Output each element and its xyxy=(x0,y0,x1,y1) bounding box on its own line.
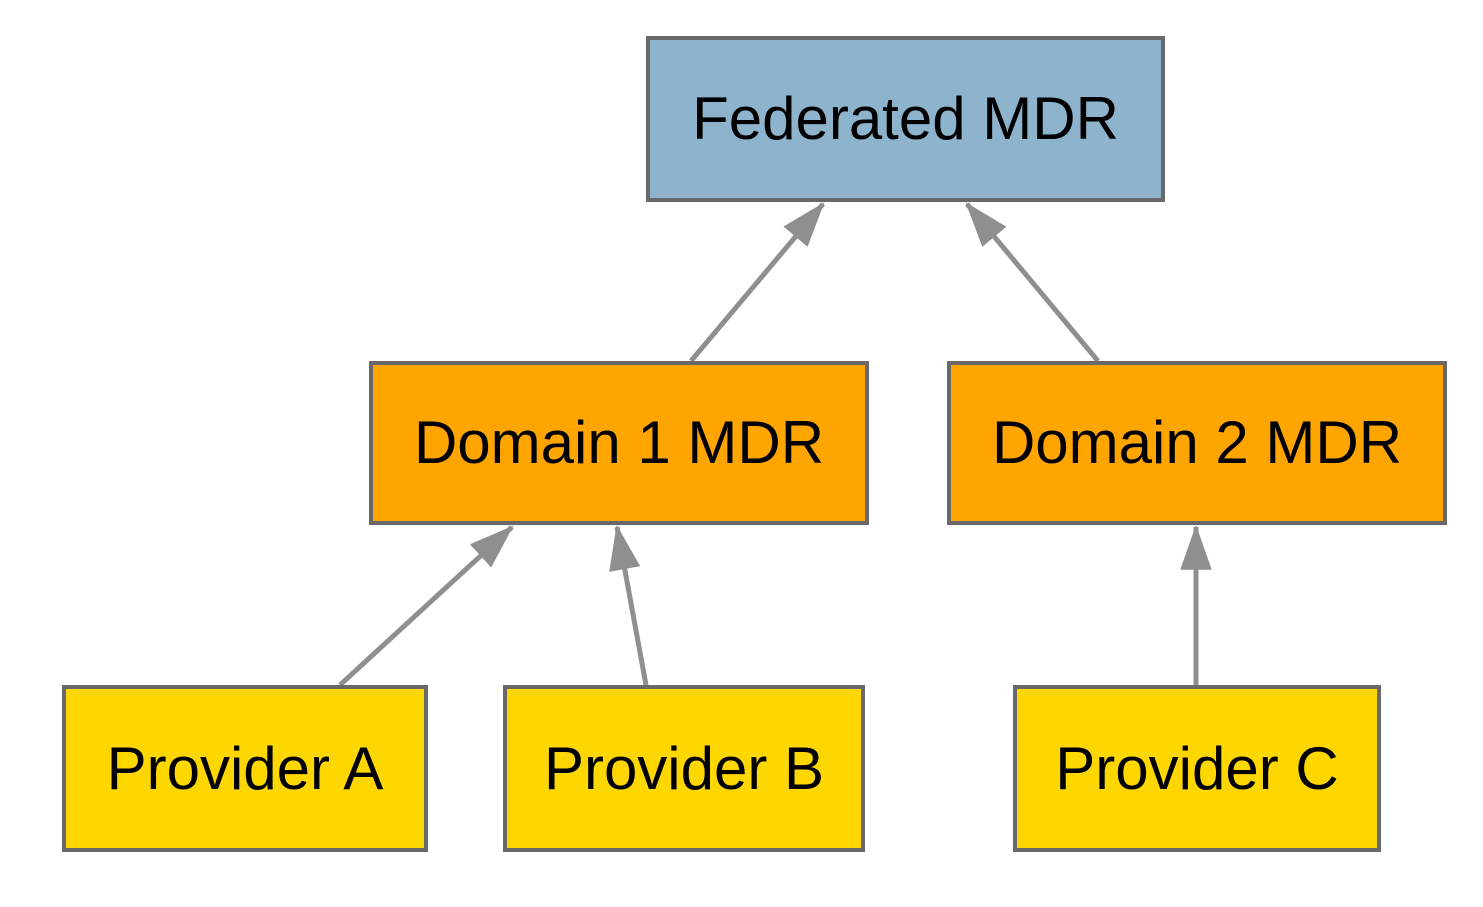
node-label: Provider C xyxy=(1055,734,1339,802)
arrow-provider-a-to-domain-1 xyxy=(338,525,514,687)
node-provider-a: Provider A xyxy=(62,685,428,852)
node-domain-2-mdr: Domain 2 MDR xyxy=(947,361,1447,525)
node-label: Provider B xyxy=(543,734,825,802)
node-label: Domain 1 MDR xyxy=(413,409,825,476)
node-label: Domain 2 MDR xyxy=(991,409,1403,476)
node-label: Federated MDR xyxy=(692,85,1119,152)
arrow-domain-2-to-federated xyxy=(965,202,1100,363)
node-federated-mdr: Federated MDR xyxy=(646,36,1165,202)
node-provider-c: Provider C xyxy=(1013,685,1381,852)
node-domain-1-mdr: Domain 1 MDR xyxy=(369,361,869,525)
arrow-domain-1-to-federated xyxy=(689,202,825,363)
node-provider-b: Provider B xyxy=(503,685,865,852)
arrow-provider-b-to-domain-1 xyxy=(609,524,649,686)
node-label: Provider A xyxy=(106,734,384,802)
